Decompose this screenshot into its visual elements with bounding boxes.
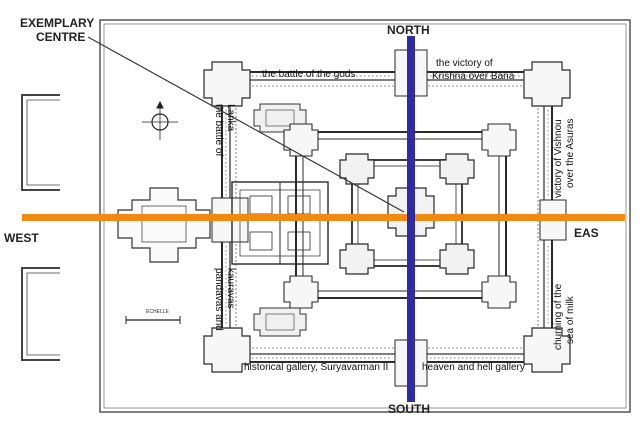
gallery-colonnades xyxy=(225,75,549,359)
gallery-east-lower-label-line1: churning of the xyxy=(553,283,564,350)
corner-pavilions xyxy=(203,61,571,373)
cruciform-cloister xyxy=(231,181,329,265)
gallery-west-lower-label-line1: pandavas and xyxy=(213,268,224,331)
north-south-axis xyxy=(407,36,415,402)
exemplary-centre-label-line2: CENTRE xyxy=(36,30,85,44)
gallery-south-left-label: historical gallery, Suryavarman II xyxy=(244,362,388,373)
gallery-south-right-label: heaven and hell gallery xyxy=(422,362,525,373)
exemplary-centre-pointer xyxy=(87,36,405,213)
scale-label: ECHELLE xyxy=(146,309,169,315)
scale-bar-icon: ECHELLE xyxy=(125,309,181,324)
gallery-east-upper-label-line2: over the Asuras xyxy=(565,119,576,188)
gallery-west-upper-label-line2: Lanka xyxy=(225,104,236,132)
gallery-north-right-label-line2: Krishna over Bana xyxy=(432,71,515,82)
western-entrance xyxy=(117,187,211,263)
west-label: WEST xyxy=(4,231,39,245)
north-label: NORTH xyxy=(387,23,430,37)
gallery-north-left-label: the battle of the gods xyxy=(262,69,355,80)
western-causeway-structures xyxy=(21,94,60,361)
gallery-west-upper-label-line1: the battle of xyxy=(213,104,224,156)
gallery-east-lower-label-line2: sea of milk xyxy=(565,295,576,344)
gallery-east-upper-label-line1: victory of Vishnou xyxy=(553,119,564,198)
compass-rose-icon xyxy=(142,100,178,140)
second-enclosure-towers xyxy=(283,123,517,309)
gallery-west-lower-label-line2: kauravas xyxy=(225,268,236,309)
gallery-north-right-label-line1: the victory of xyxy=(436,58,493,69)
south-label: SOUTH xyxy=(388,402,430,416)
east-label: EAS xyxy=(574,226,599,240)
east-west-axis xyxy=(22,214,625,221)
exemplary-centre-label-line1: EXEMPLARY xyxy=(20,16,94,30)
